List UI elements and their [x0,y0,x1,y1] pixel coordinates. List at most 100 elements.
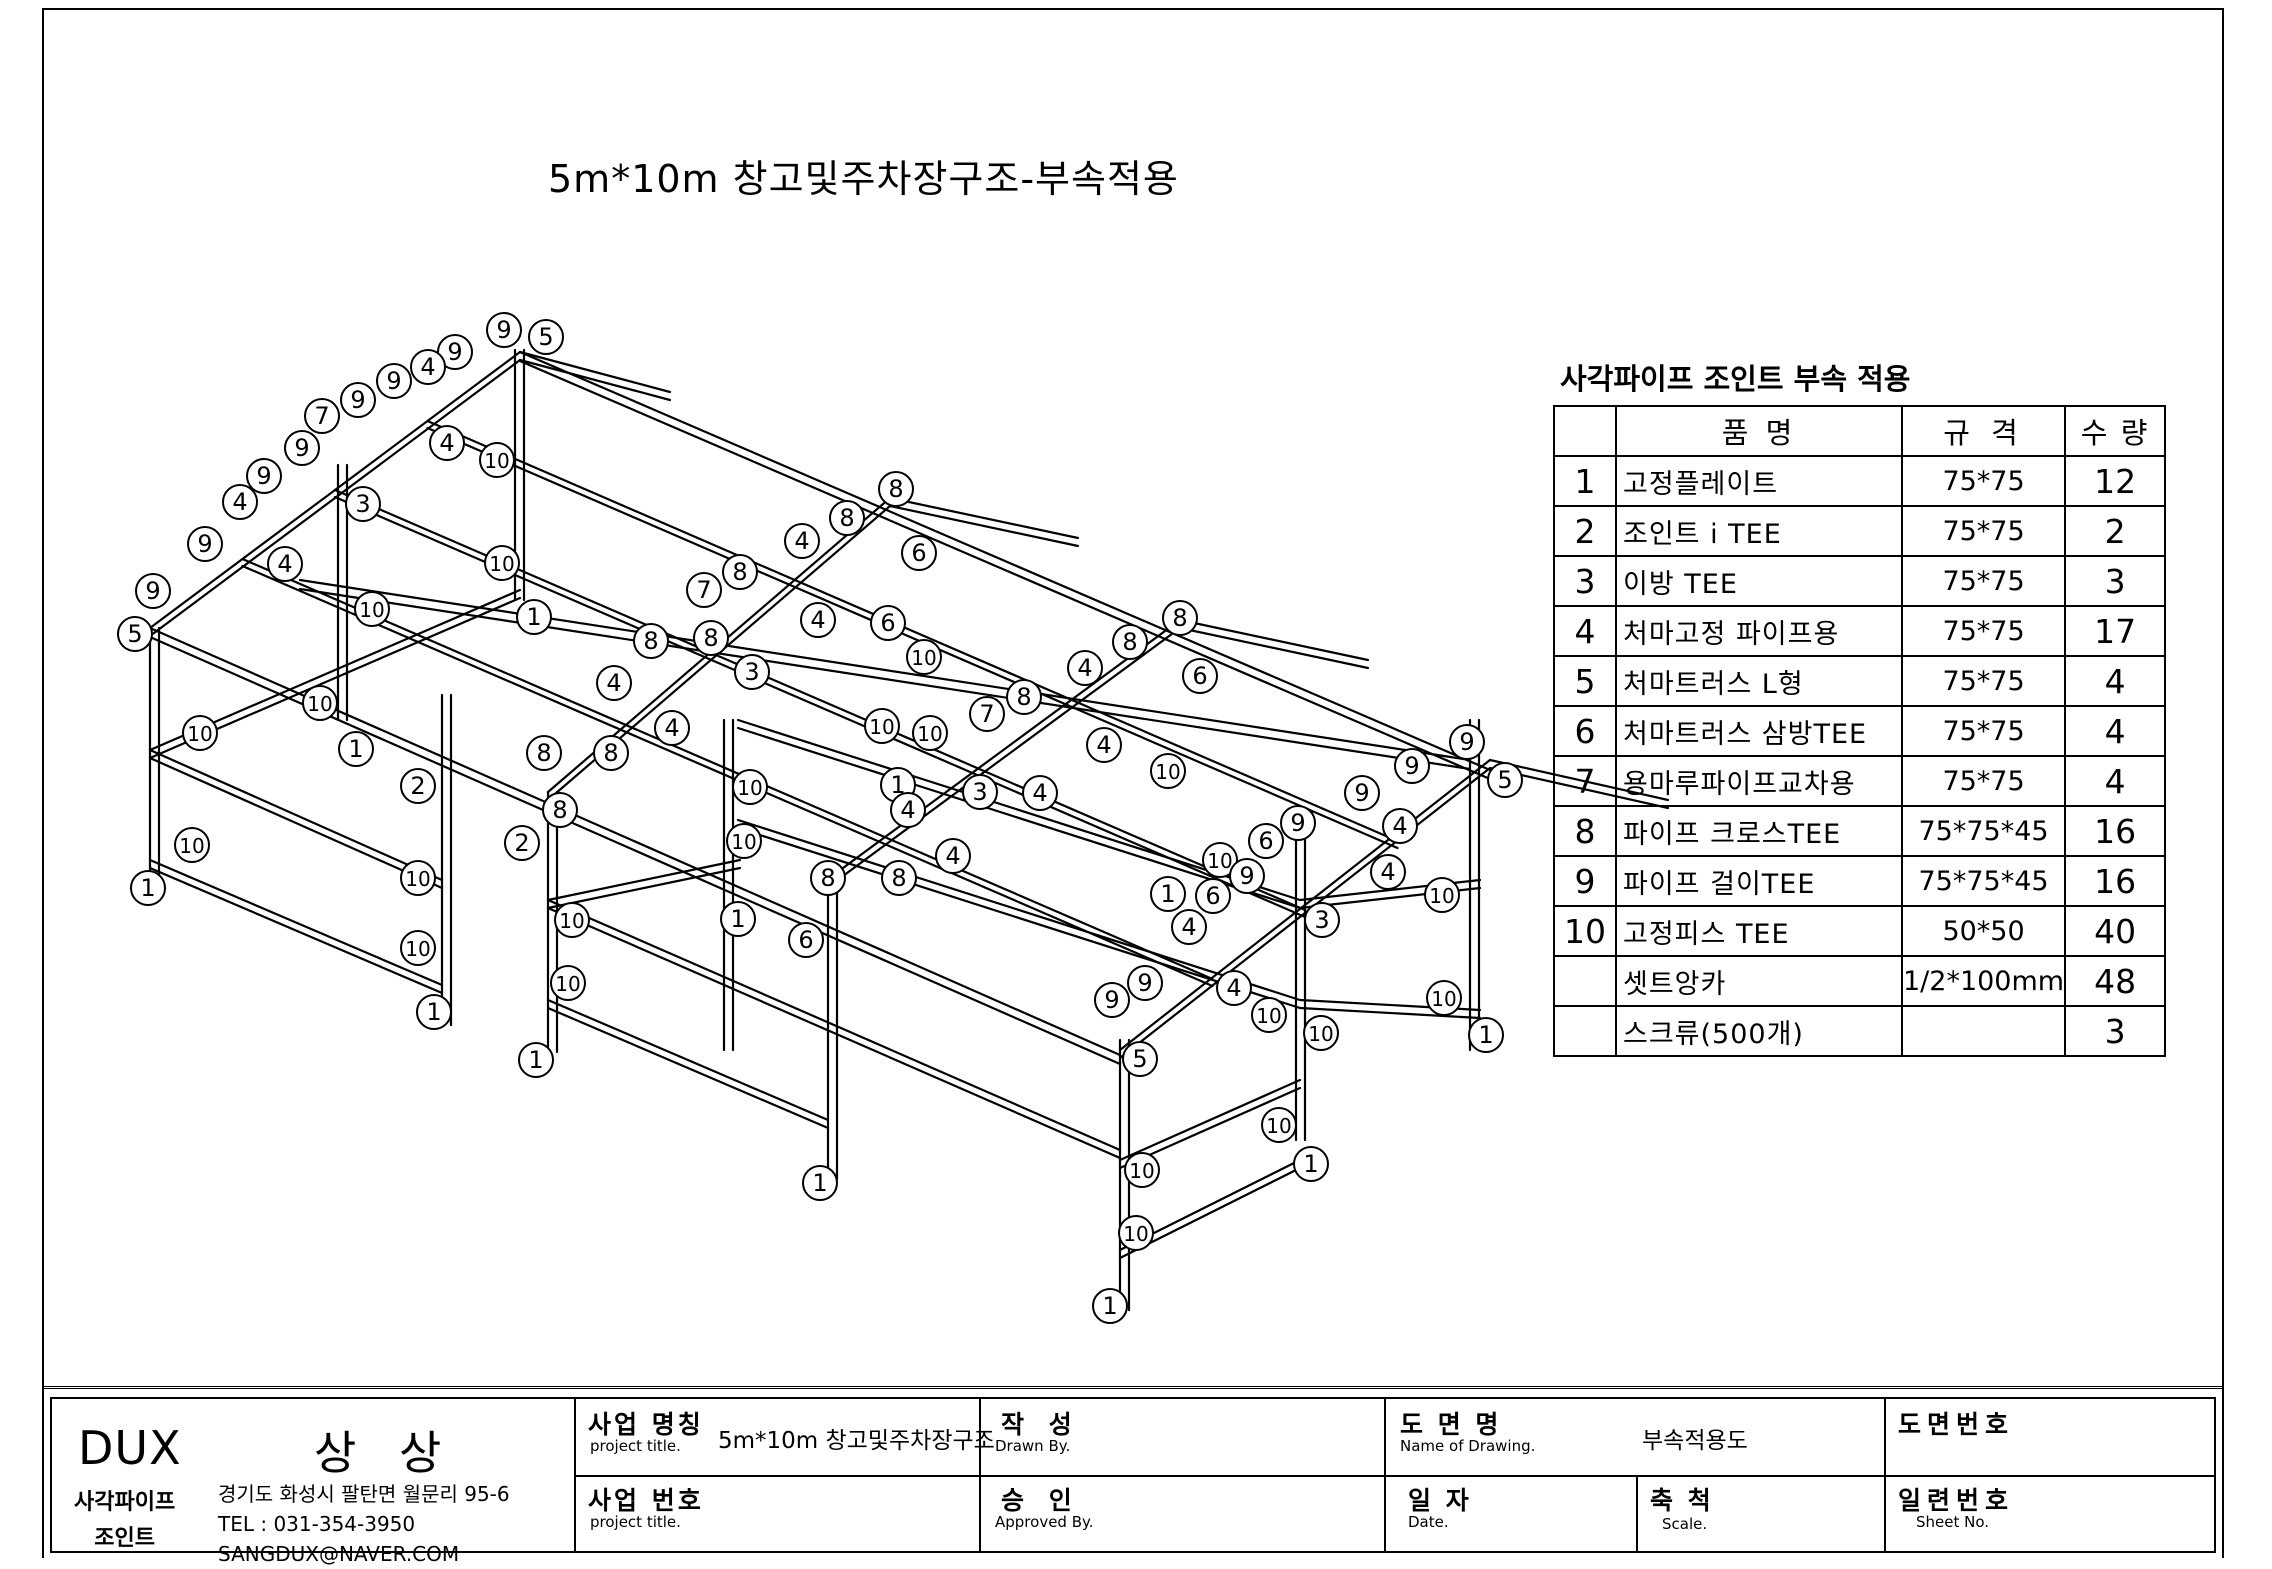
date-sub: Date. [1408,1513,1449,1531]
part-no: 7 [1553,755,1617,807]
part-callout-10: 10 [182,715,218,751]
part-name: 파이프 크로스TEE [1615,805,1903,857]
part-callout-4: 4 [1370,854,1406,890]
part-qty: 4 [2064,655,2167,707]
svg-text:8: 8 [1016,683,1031,711]
part-callout-9: 9 [135,573,171,609]
rafter-back [518,358,672,402]
back-girt [736,818,1302,1002]
girt [546,906,1122,1160]
svg-text:8: 8 [1122,628,1137,656]
part-callout-9: 9 [1394,748,1430,784]
part-no: 8 [1553,805,1617,857]
ridge-beam [518,359,1492,781]
parts-table-row: 스크류(500개)3 [1553,1005,2167,1057]
part-callout-10: 10 [302,685,338,721]
svg-text:10: 10 [555,972,580,996]
part-spec: 75*75 [1900,655,2067,707]
svg-text:10: 10 [1129,1159,1154,1183]
svg-text:4: 4 [1077,654,1092,682]
part-callout-9: 9 [1344,775,1380,811]
part-callout-4: 4 [935,838,971,874]
svg-text:9: 9 [1290,809,1305,837]
svg-text:8: 8 [1172,604,1187,632]
part-callout-8: 8 [1112,624,1148,660]
part-spec [1900,1005,2067,1057]
part-callout-10: 10 [912,715,948,751]
svg-text:8: 8 [888,475,903,503]
svg-text:6: 6 [1258,827,1273,855]
svg-text:3: 3 [1314,906,1329,934]
header-no [1553,405,1617,457]
svg-text:9: 9 [256,462,271,490]
part-callout-6: 6 [1248,823,1284,859]
part-callout-4: 4 [1382,808,1418,844]
part-callout-6: 6 [1182,658,1218,694]
part-no [1553,955,1617,1007]
part-name: 처마고정 파이프용 [1615,605,1903,657]
part-callout-10: 10 [554,902,590,938]
svg-text:4: 4 [1181,913,1196,941]
part-name: 파이프 걸이TEE [1615,855,1903,907]
part-qty: 48 [2064,955,2167,1007]
part-no: 5 [1553,655,1617,707]
girt [148,866,444,995]
header-name: 품 명 [1615,405,1903,457]
svg-text:6: 6 [1205,882,1220,910]
part-callout-8: 8 [810,860,846,896]
svg-text:6: 6 [1192,662,1207,690]
svg-text:1: 1 [1160,880,1175,908]
drawing-number-cell: 도면번호 일련번호 Sheet No. [1886,1399,2216,1551]
part-callout-10: 10 [1124,1152,1160,1188]
part-callout-4: 4 [267,546,303,582]
part-callout-10: 10 [354,591,390,627]
part-spec: 75*75 [1900,605,2067,657]
rafter [826,626,1182,889]
svg-text:1: 1 [1102,1292,1117,1320]
svg-text:10: 10 [559,909,584,933]
svg-text:9: 9 [386,367,401,395]
part-callout-10: 10 [1150,753,1186,789]
part-callout-8: 8 [693,620,729,656]
part-no: 2 [1553,505,1617,557]
part-qty: 17 [2064,605,2167,657]
svg-text:4: 4 [439,429,454,457]
part-qty: 40 [2064,905,2167,957]
svg-text:1: 1 [1478,1021,1493,1049]
svg-text:9: 9 [1104,986,1119,1014]
svg-text:4: 4 [1380,858,1395,886]
company-type-line-1: 사각파이프 [74,1490,176,1515]
svg-text:8: 8 [643,627,658,655]
part-callout-10: 10 [1261,1107,1297,1143]
svg-text:6: 6 [880,609,895,637]
drawn-approved-cell: 작 성 Drawn By. 승 인 Approved By. [981,1399,1386,1551]
svg-text:10: 10 [1431,987,1456,1011]
project-name-sub: project title. [590,1437,681,1455]
part-no: 9 [1553,855,1617,907]
part-callout-5: 5 [1122,1041,1158,1077]
part-callout-10: 10 [1251,997,1287,1033]
svg-text:5: 5 [127,620,142,648]
part-callout-1: 1 [1092,1288,1128,1324]
girt [148,748,444,882]
svg-text:9: 9 [496,316,511,344]
part-callout-1: 1 [130,870,166,906]
approved-label: 승 인 [1001,1486,1080,1515]
svg-text:7: 7 [314,402,329,430]
svg-text:3: 3 [744,658,759,686]
svg-text:9: 9 [294,434,309,462]
part-callout-8: 8 [1162,600,1198,636]
drawing-number-label: 도면번호 [1898,1410,2015,1439]
svg-text:1: 1 [140,874,155,902]
part-callout-10: 10 [726,823,762,859]
company-type: 사각파이프 조인트 [74,1485,175,1557]
part-callout-10: 10 [1202,842,1238,878]
rafter-back [888,504,1080,548]
rafter-back [888,496,1080,540]
